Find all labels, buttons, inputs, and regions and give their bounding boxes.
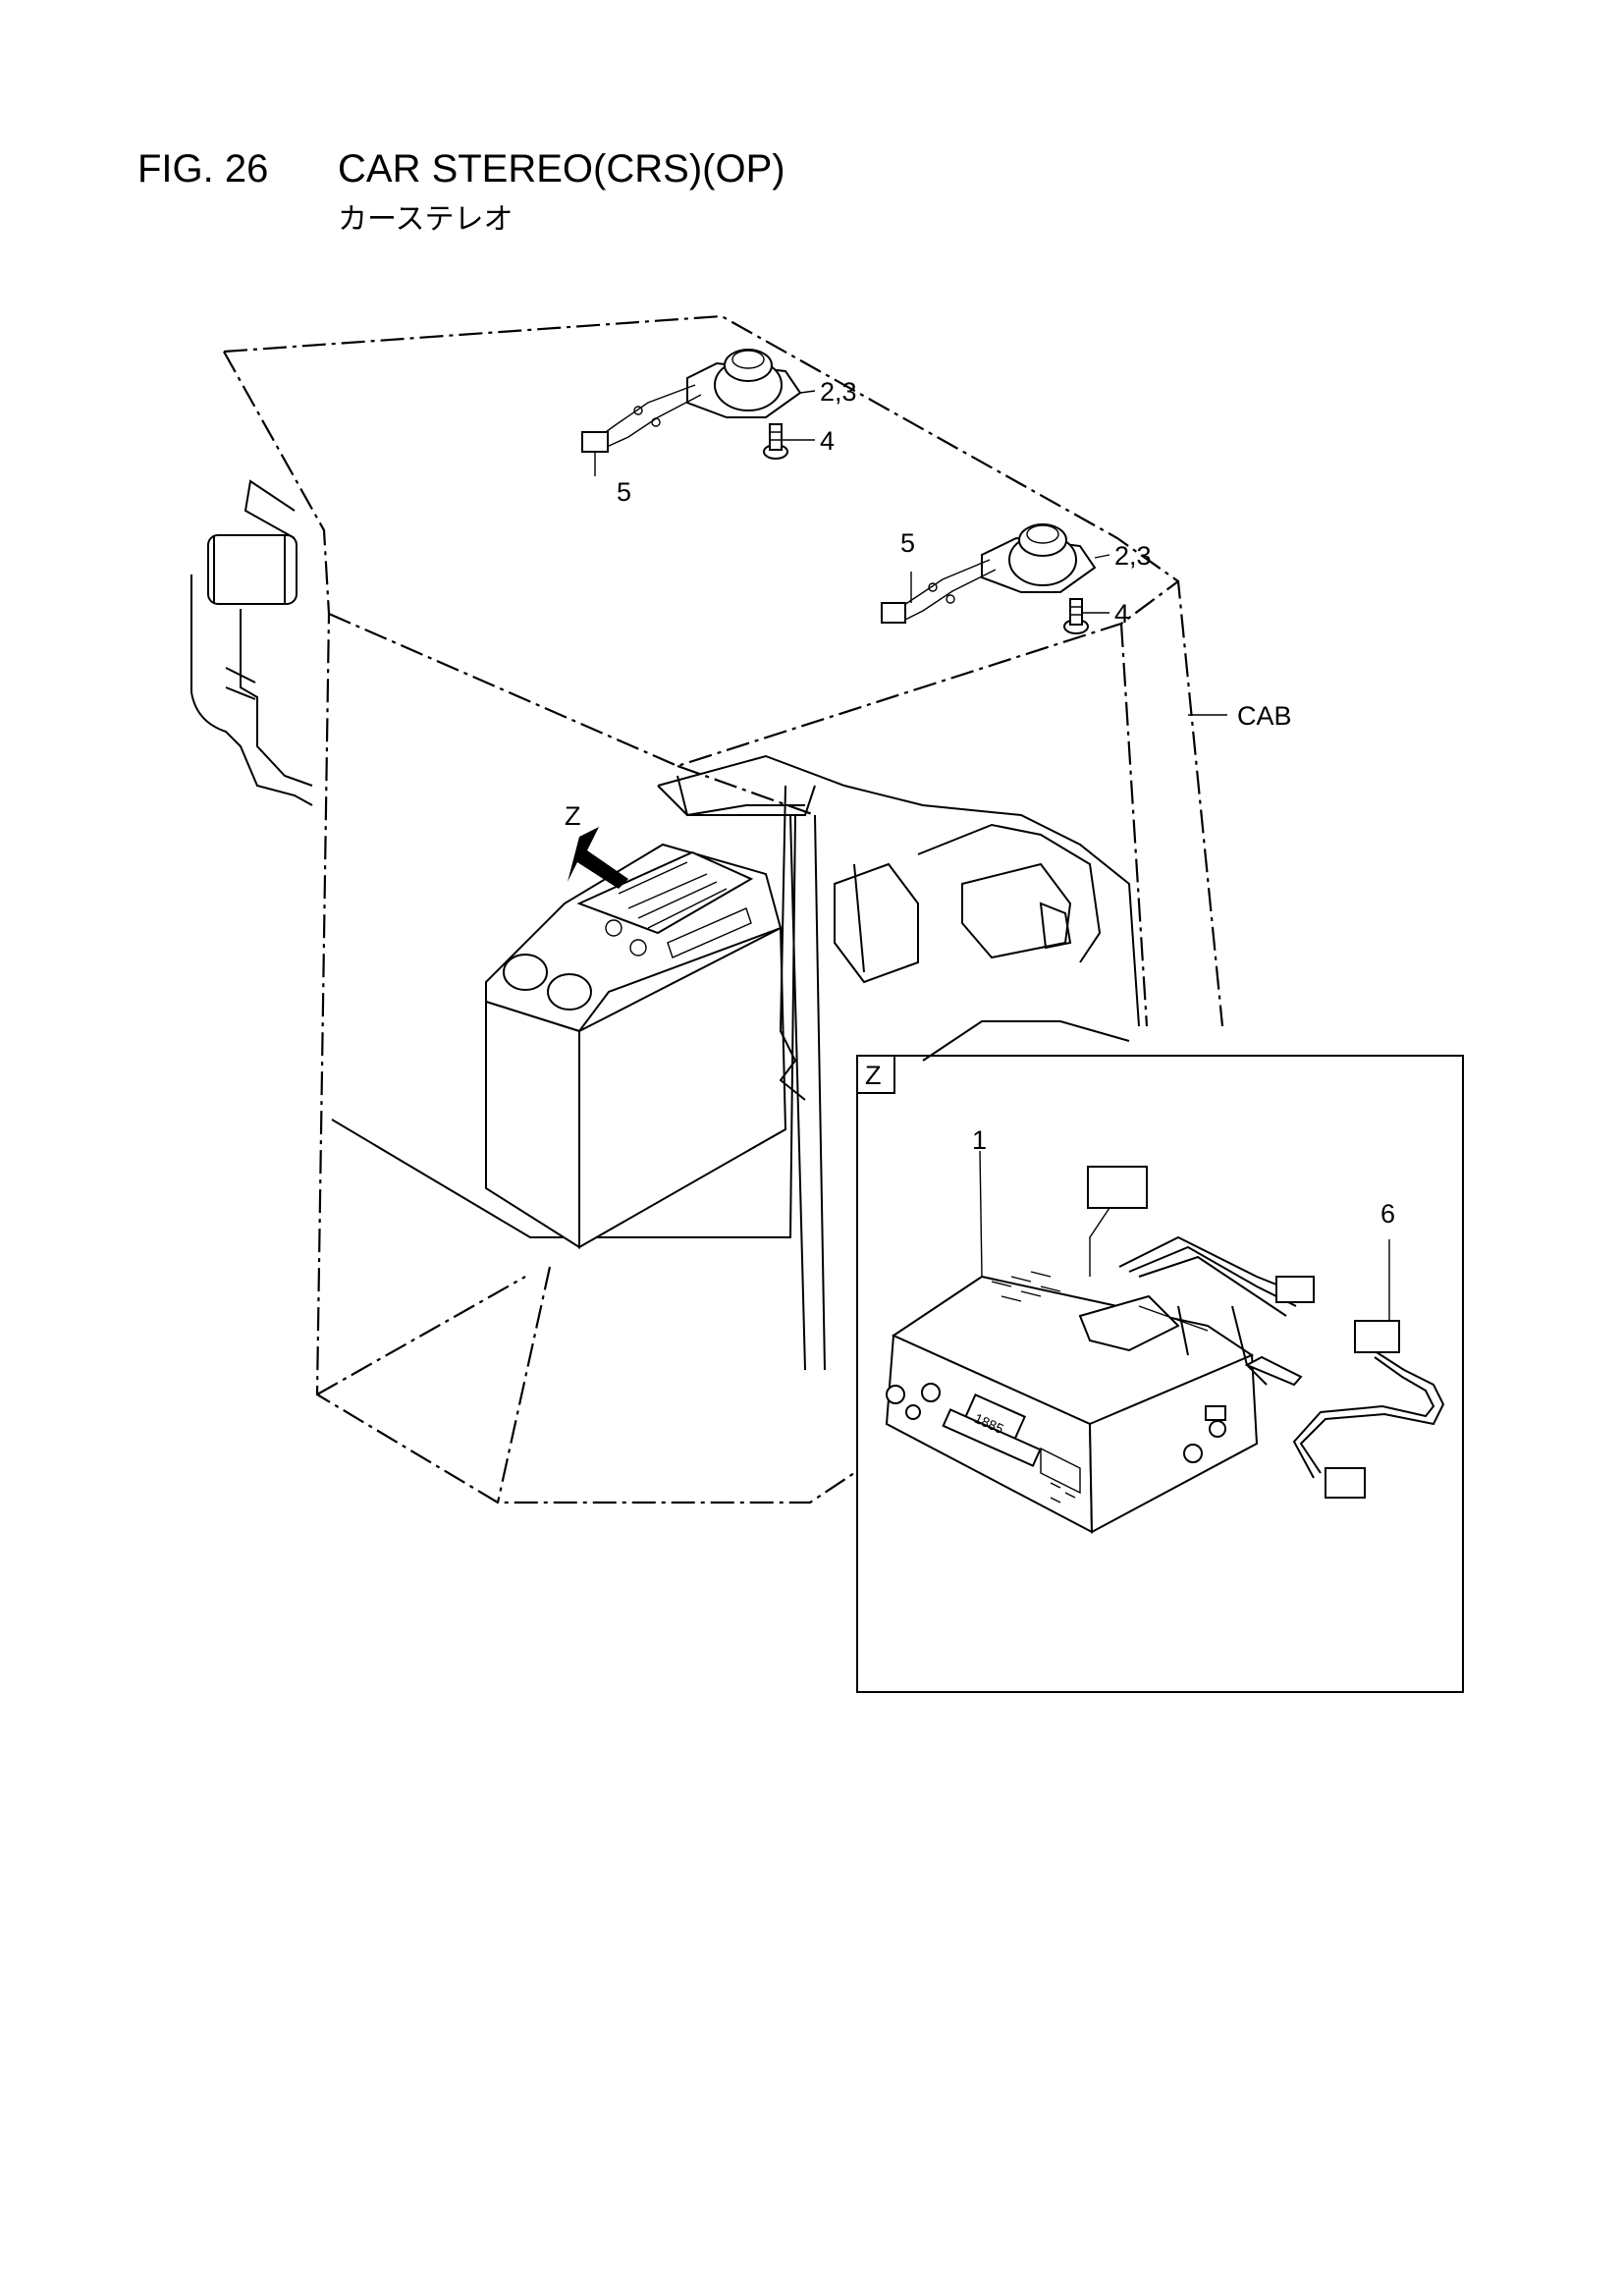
cab-outline xyxy=(223,314,1224,1504)
car-stereo-unit xyxy=(885,1271,1259,1534)
figure-subtitle-japanese: カーステレオ xyxy=(338,202,514,237)
callout-speaker-top: 2,3 xyxy=(820,377,857,407)
callout-harness-right: 5 xyxy=(900,528,915,558)
steering-column xyxy=(676,775,816,1101)
callout-screw-top: 4 xyxy=(820,426,835,456)
console-housing xyxy=(485,843,787,1249)
callout-view-arrow-z: Z xyxy=(565,801,581,831)
right-armrest xyxy=(834,823,1130,1062)
callout-stereo-unit: 1 xyxy=(972,1125,987,1155)
figure-number: FIG. 26 xyxy=(137,147,269,191)
stereo-wiring xyxy=(1087,1166,1315,1387)
speaker-right xyxy=(981,523,1097,593)
cab-frame xyxy=(331,754,1140,1371)
side-mirror-bracket xyxy=(190,479,313,806)
screw-top xyxy=(763,423,788,460)
callout-cab: CAB xyxy=(1237,701,1292,731)
figure-title: CAR STEREO(CRS)(OP) xyxy=(338,147,785,191)
view-arrow-z xyxy=(568,827,628,889)
callout-adapter-harness: 6 xyxy=(1380,1199,1395,1229)
detail-box-z xyxy=(856,1055,1464,1693)
speaker-top xyxy=(686,349,802,418)
screw-right xyxy=(1063,598,1089,634)
callout-speaker-right: 2,3 xyxy=(1114,541,1152,571)
harness-top xyxy=(581,384,702,453)
callout-detail-tag-z: Z xyxy=(865,1061,882,1090)
callout-harness-top: 5 xyxy=(617,477,631,507)
leader-lines xyxy=(594,390,1390,1321)
harness-right xyxy=(881,559,997,624)
callout-screw-right: 4 xyxy=(1114,599,1129,629)
adapter-harness xyxy=(1292,1320,1445,1499)
